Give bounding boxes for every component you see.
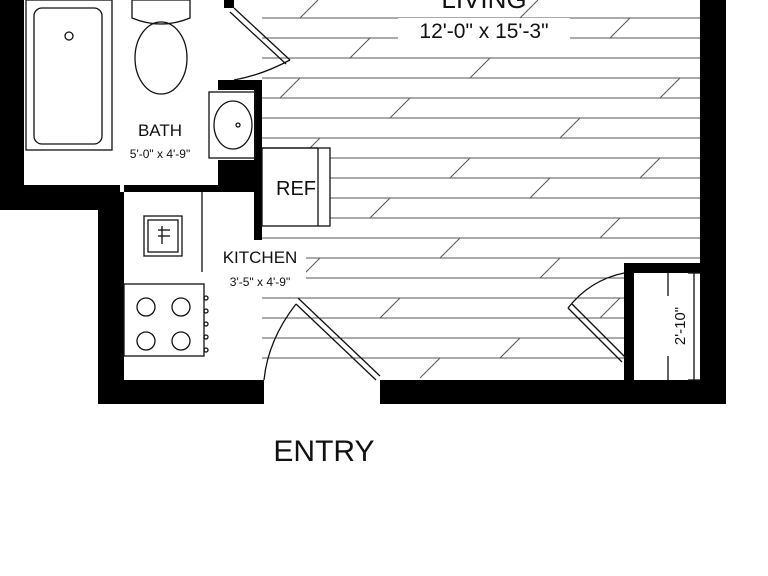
kitchen-room-dims: 3'-5" x 4'-9" — [230, 275, 290, 289]
ref-label: REF — [276, 178, 316, 200]
bathtub — [25, 0, 113, 151]
closet-dimension-text: 2'-10" — [672, 307, 689, 345]
bath-room-dims: 5'-0" x 4'-9" — [130, 147, 190, 161]
refrigerator — [261, 147, 331, 227]
entry-door — [263, 297, 381, 381]
living-room-name: LIVING — [441, 0, 526, 14]
wood-floor-pattern — [262, 0, 700, 379]
walls — [0, 0, 726, 404]
closet-dim-bg — [666, 296, 692, 356]
stove — [123, 283, 209, 357]
kitchen-label-bg — [212, 244, 306, 290]
bath-door — [229, 7, 291, 81]
kitchen-counter — [143, 192, 203, 272]
kitchen-room-name: KITCHEN — [223, 248, 298, 267]
bath-sink — [208, 91, 256, 159]
bath-room-name: BATH — [138, 121, 182, 140]
toilet — [131, 0, 191, 95]
entry-label: ENTRY — [273, 435, 374, 468]
living-room-dims: 12'-0" x 15'-3" — [419, 20, 548, 43]
living-label-bg — [398, 18, 570, 44]
closet-door — [567, 272, 627, 363]
